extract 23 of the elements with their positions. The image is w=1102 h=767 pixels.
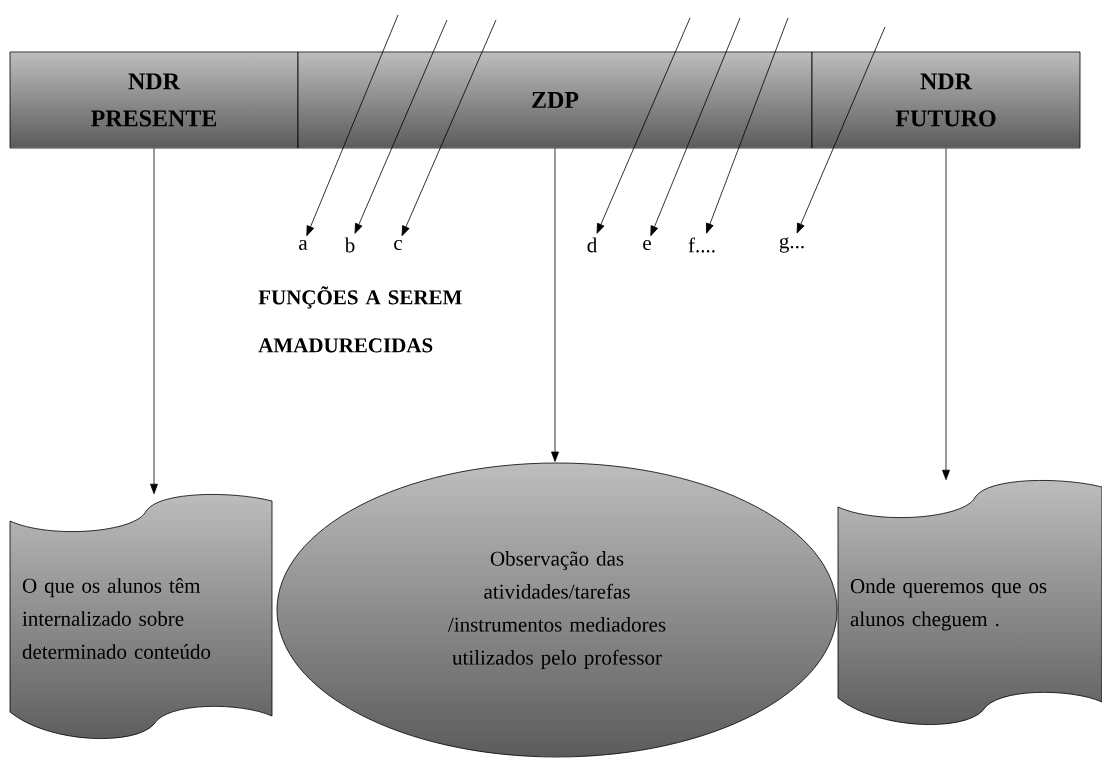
bar-segment: NDR PRESENTE bbox=[9, 51, 299, 149]
bar-segment: NDR FUTURO bbox=[811, 51, 1081, 149]
arrow bbox=[596, 17, 691, 234]
bar-segment: ZDP bbox=[297, 51, 813, 149]
letter-label: b bbox=[344, 237, 355, 253]
letter-label: a bbox=[299, 239, 308, 250]
arrow bbox=[150, 148, 158, 495]
arrow bbox=[306, 14, 399, 237]
letter-label: e bbox=[643, 239, 651, 251]
arrow bbox=[401, 19, 497, 237]
heading-label: FUNÇÕES A SEREM AMADURECIDAS bbox=[258, 286, 462, 353]
arrow bbox=[942, 148, 950, 480]
letter-label: f.... bbox=[688, 237, 715, 253]
arrow bbox=[796, 26, 886, 234]
letter-label: c bbox=[394, 239, 402, 251]
arrow bbox=[706, 17, 789, 234]
arrow bbox=[551, 148, 559, 462]
arrow bbox=[650, 17, 741, 237]
letter-label: d bbox=[587, 237, 597, 253]
letter-label: g... bbox=[779, 237, 804, 253]
wavy-banner: Onde queremos que os alunos cheguem . bbox=[837, 480, 1102, 725]
wavy-banner: O que os alunos têm internalizado sobre determinado conteúdo bbox=[9, 494, 273, 739]
arrow bbox=[354, 19, 448, 234]
